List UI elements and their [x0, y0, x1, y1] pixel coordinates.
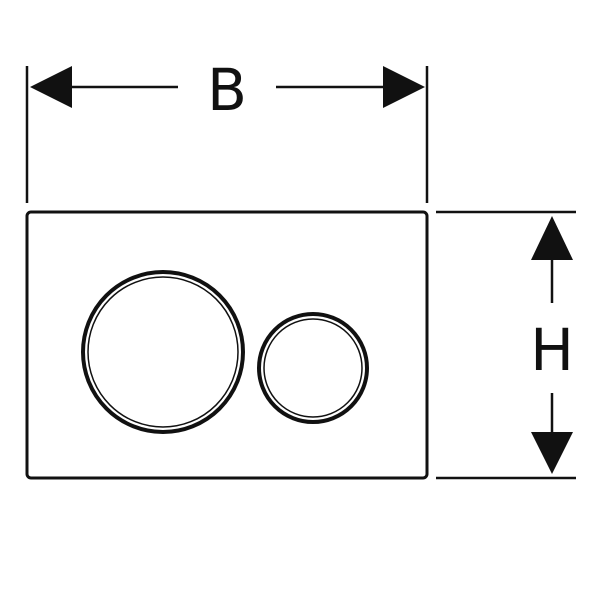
large-flush-button-inner-ring	[87, 276, 239, 428]
small-flush-button-inner-ring	[263, 318, 363, 418]
width-label: B	[207, 56, 247, 124]
height-label: H	[530, 316, 574, 384]
small-flush-button	[257, 312, 369, 424]
width-arrowhead-right	[383, 66, 425, 108]
height-arrowhead-top	[531, 216, 573, 260]
height-dimension: H	[436, 210, 576, 480]
height-arrowhead-bottom	[531, 432, 573, 474]
width-arrowhead-left	[30, 66, 72, 108]
large-flush-button-outer-ring	[81, 270, 245, 434]
width-dimension: B	[25, 56, 429, 203]
large-flush-button	[81, 270, 245, 434]
small-flush-button-outer-ring	[257, 312, 369, 424]
flush-plate-outline	[25, 210, 429, 480]
